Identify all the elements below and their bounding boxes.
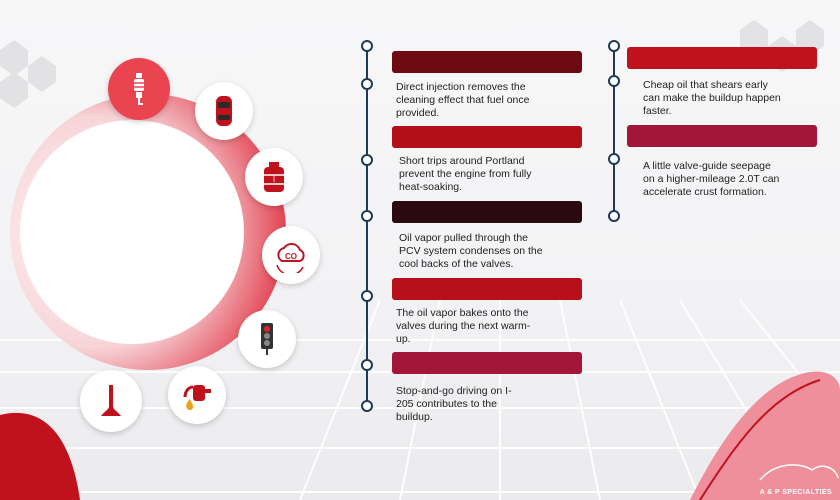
timeline-dot (608, 153, 620, 165)
step-bar-3 (392, 201, 582, 223)
step-bar-4 (392, 278, 582, 300)
traffic-light-circle (238, 310, 296, 368)
step-bar-5 (392, 352, 582, 374)
valve-icon (101, 385, 121, 416)
timeline-dot (361, 154, 373, 166)
fuel-nozzle-icon (183, 385, 211, 410)
car-circle (195, 82, 253, 140)
svg-text:ꟾ: ꟾ (273, 175, 275, 184)
spark-plug-circle (108, 58, 170, 120)
step-text-2: Short trips around Portland prevent the … (399, 155, 532, 193)
fuel-tank-icon: ꟾ (264, 162, 284, 192)
co2-icon: CO (276, 243, 305, 273)
fuel-nozzle-circle (168, 366, 226, 424)
traffic-light-icon (261, 323, 273, 355)
timeline-dot (361, 359, 373, 371)
step-bar-6 (627, 47, 817, 69)
step-text-3: Oil vapor pulled through the PCV system … (399, 232, 543, 270)
step-text-1: Direct injection removes the cleaning ef… (396, 81, 530, 119)
timeline-dot (608, 75, 620, 87)
spark-plug-icon (132, 73, 146, 105)
timeline-dot (361, 210, 373, 222)
valve-circle (80, 370, 142, 432)
svg-text:CO: CO (285, 252, 297, 261)
co2-circle: CO (262, 226, 320, 284)
timeline-right (613, 46, 615, 216)
timeline-dot (361, 40, 373, 52)
timeline-dot (608, 40, 620, 52)
timeline-dot (361, 78, 373, 90)
step-text-4: The oil vapor bakes onto the valves duri… (396, 307, 531, 345)
step-text-7: A little valve-guide seepage on a higher… (643, 160, 780, 198)
timeline-dot (608, 210, 620, 222)
timeline-left (366, 46, 368, 408)
car-icon (216, 96, 232, 126)
step-bar-1 (392, 51, 582, 73)
fuel-tank-circle: ꟾ (245, 148, 303, 206)
step-bar-7 (627, 125, 817, 147)
timeline-dot (361, 290, 373, 302)
step-bar-2 (392, 126, 582, 148)
timeline-dot (361, 400, 373, 412)
step-text-5: Stop-and-go driving on I-205 contributes… (396, 385, 512, 423)
company-logo: A & P SPECIALTIES (759, 489, 832, 496)
step-text-6: Cheap oil that shears early can make the… (643, 79, 781, 117)
